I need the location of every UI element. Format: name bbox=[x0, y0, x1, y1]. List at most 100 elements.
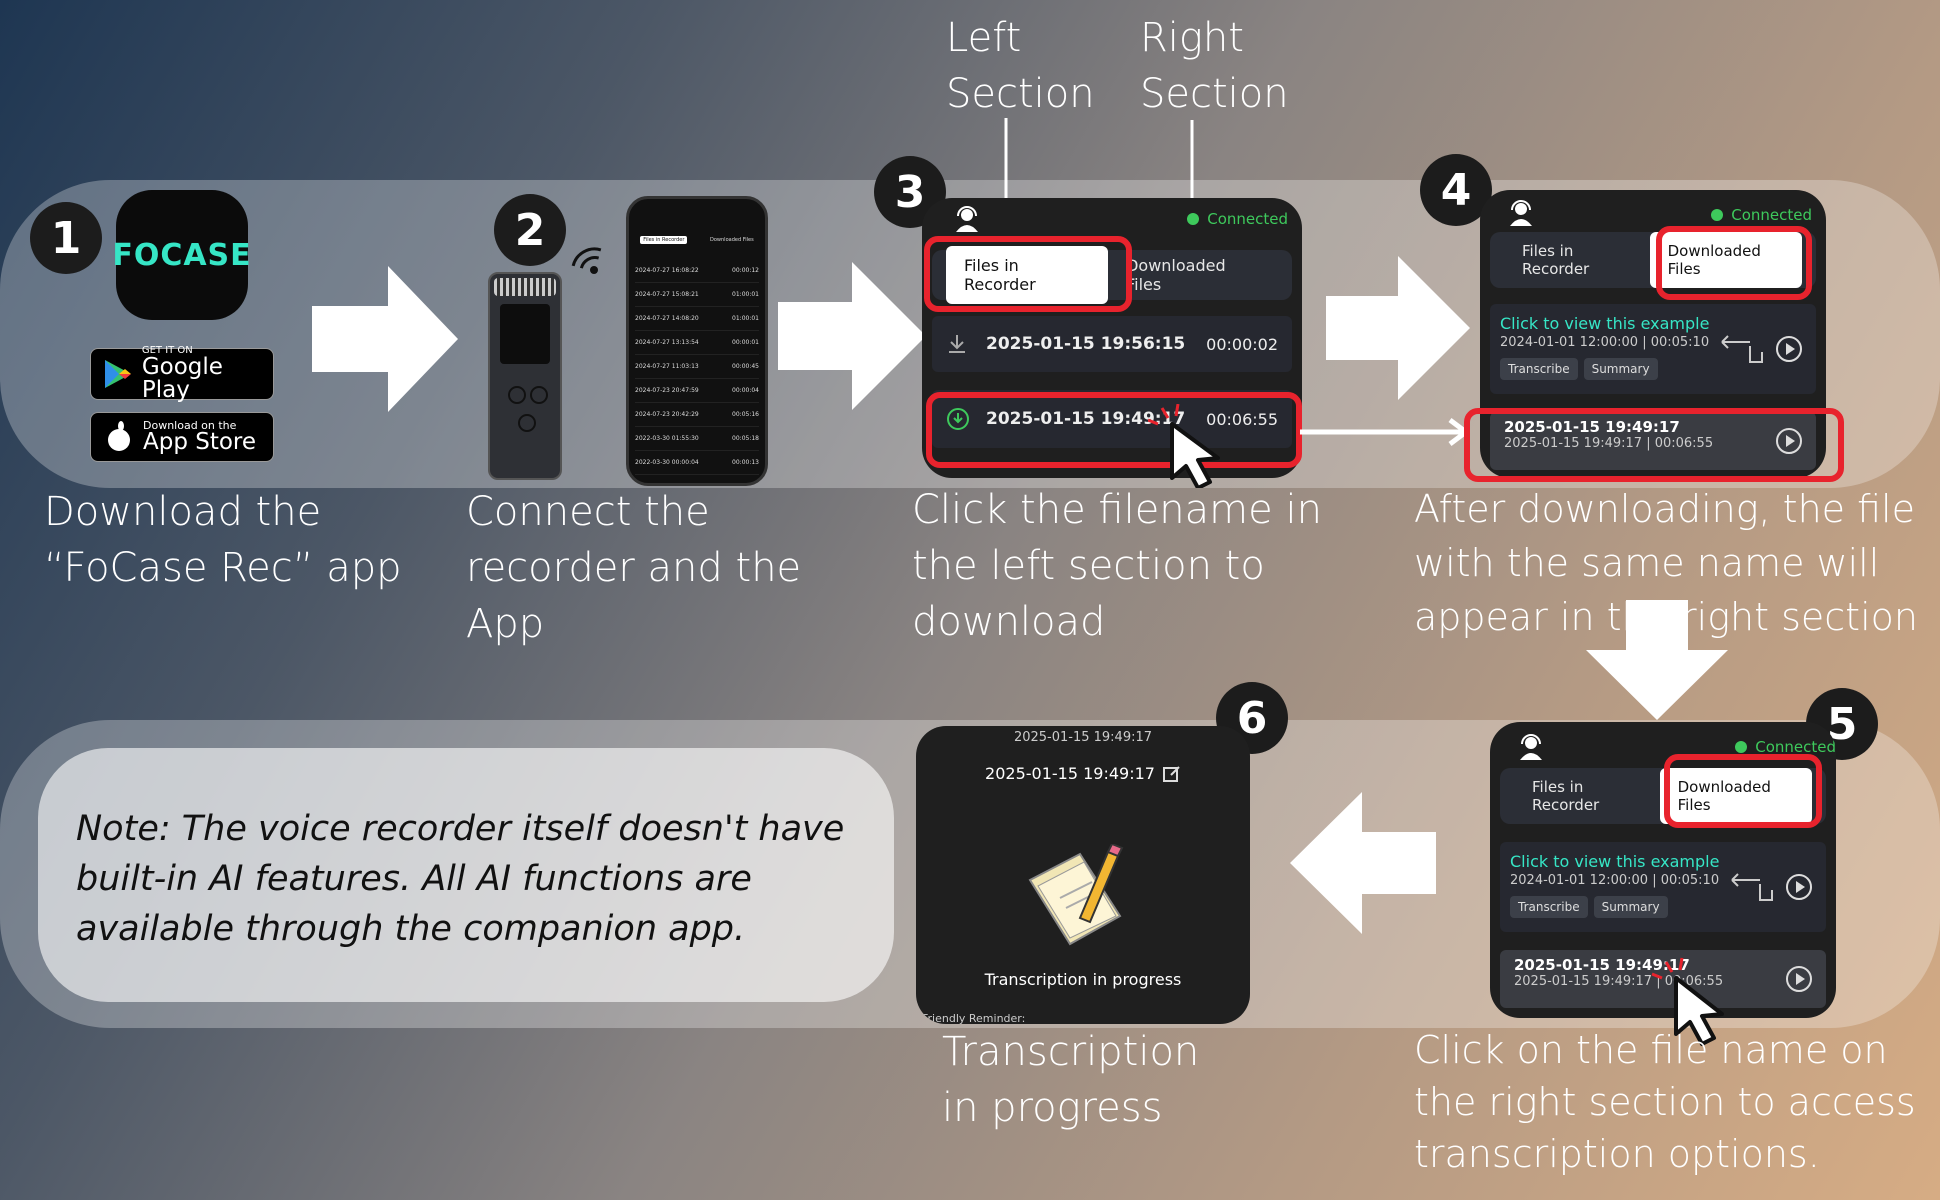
play-icon[interactable] bbox=[1786, 874, 1812, 900]
download-circle-icon bbox=[947, 408, 969, 430]
friendly-reminder: Friendly Reminder: bbox=[922, 1012, 1026, 1024]
tab-downloaded-files[interactable]: Downloaded Files bbox=[1126, 256, 1226, 294]
file-duration: 00:00:04 bbox=[732, 387, 759, 394]
step-4-caption: After downloading, the file with the sam… bbox=[1414, 487, 1918, 639]
file-name: 2025-01-15 19:49:17 bbox=[986, 409, 1186, 429]
transcribe-chip[interactable]: Transcribe bbox=[1510, 896, 1588, 918]
step-5-caption: Click on the file name on the right sect… bbox=[1414, 1028, 1916, 1176]
downloaded-file-row[interactable]: 2025-01-15 19:49:17 2025-01-15 19:49:17 … bbox=[1490, 412, 1816, 470]
tab-files-in-recorder[interactable]: Files in Recorder bbox=[946, 246, 1109, 304]
file-duration: 00:06:55 bbox=[1206, 409, 1278, 429]
edit-icon[interactable] bbox=[1162, 765, 1181, 783]
swipe-hand-icon bbox=[1731, 873, 1773, 901]
cursor-click-icon bbox=[1651, 957, 1724, 1046]
google-play-top-text: GET IT ON bbox=[141, 345, 193, 356]
file-name: 2022-03-30 01:55:30 bbox=[635, 435, 699, 442]
step-4-connected-status: Connected bbox=[1711, 206, 1812, 224]
file-name: 2025-01-15 19:56:15 bbox=[986, 334, 1186, 354]
step-6-screen: 2025-01-15 19:49:17 2025-01-15 19:49:17 … bbox=[916, 726, 1250, 1024]
cursor-click-icon bbox=[1148, 404, 1220, 488]
highlight-files-in-recorder bbox=[924, 236, 1132, 312]
right-arrow-2 bbox=[778, 262, 926, 410]
app-store-name-text: App Store bbox=[143, 429, 257, 455]
download-icon bbox=[949, 335, 965, 353]
screen-top-date: 2025-01-15 19:49:17 bbox=[1013, 730, 1153, 745]
step-3-file-row-2[interactable]: 2025-01-15 19:49:17 00:06:55 bbox=[932, 390, 1292, 448]
apple-icon bbox=[108, 421, 130, 451]
tab-files-in-recorder[interactable]: Files in Recorder bbox=[1532, 778, 1600, 814]
file-name: 2024-07-27 13:13:54 bbox=[635, 339, 699, 346]
phone-file-row[interactable]: 2024-07-23 20:42:29 00:05:16 bbox=[635, 403, 759, 427]
example-card[interactable]: Click to view this example 2024-01-01 12… bbox=[1490, 304, 1816, 394]
highlight-downloaded-file bbox=[1464, 408, 1844, 482]
step-5-status-text: Connected bbox=[1755, 738, 1836, 756]
example-meta: 2024-01-01 12:00:00 | 00:05:10 bbox=[1510, 873, 1720, 888]
file-duration: 00:05:16 bbox=[732, 411, 759, 418]
example-meta: 2024-01-01 12:00:00 | 00:05:10 bbox=[1500, 335, 1710, 350]
step-3-status-text: Connected bbox=[1207, 210, 1288, 228]
file-duration: 00:00:13 bbox=[732, 459, 759, 466]
user-headset-icon bbox=[1510, 200, 1532, 226]
downloaded-file-row[interactable]: 2025-01-15 19:49:17 2025-01-15 19:49:17 … bbox=[1500, 950, 1826, 1008]
phone-file-row[interactable]: 2024-07-23 20:47:59 00:00:04 bbox=[635, 379, 759, 403]
file-duration: 00:00:02 bbox=[1206, 334, 1278, 354]
right-section-label: Right Section bbox=[1140, 15, 1289, 117]
transcribe-chip[interactable]: Transcribe bbox=[1500, 358, 1578, 380]
app-store-button[interactable]: Download on the App Store bbox=[90, 412, 274, 462]
tab-downloaded-files[interactable]: Downloaded Files bbox=[1649, 232, 1802, 288]
step-5-connected-status: Connected bbox=[1735, 738, 1836, 756]
tab-downloaded-files[interactable]: Downloaded Files bbox=[1659, 768, 1812, 824]
step-4-status-text: Connected bbox=[1731, 206, 1812, 224]
example-card[interactable]: Click to view this example 2024-01-01 12… bbox=[1500, 842, 1826, 932]
example-title: Click to view this example bbox=[1510, 852, 1720, 871]
step-2-caption: Connect the recorder and the App bbox=[466, 489, 802, 647]
phone-tab-left: Files in Recorder bbox=[640, 236, 688, 244]
summary-chip[interactable]: Summary bbox=[1583, 358, 1658, 380]
example-title: Click to view this example bbox=[1500, 314, 1710, 333]
down-arrow bbox=[1586, 600, 1728, 720]
focase-app-logo: FOCASE bbox=[112, 190, 251, 320]
step-3-screen: Connected Files in Recorder Downloaded F… bbox=[922, 198, 1302, 478]
play-icon[interactable] bbox=[1786, 966, 1812, 992]
file-name: 2022-03-30 00:00:04 bbox=[635, 459, 699, 466]
ai-features-note: Note: The voice recorder itself doesn't … bbox=[38, 748, 894, 1002]
left-arrow bbox=[1290, 792, 1436, 934]
google-play-button[interactable]: GET IT ON Google Play bbox=[90, 345, 274, 402]
file-duration: 00:00:45 bbox=[732, 363, 759, 370]
connected-dot-icon bbox=[1187, 213, 1200, 225]
step-6-caption: Transcription in progress bbox=[942, 1029, 1200, 1131]
phone-tab-right: Downloaded Files bbox=[710, 237, 754, 243]
summary-chip[interactable]: Summary bbox=[1593, 896, 1668, 918]
step-3-tab-row: Files in Recorder Downloaded Files bbox=[932, 246, 1292, 304]
user-headset-icon bbox=[1520, 734, 1542, 760]
file-duration: 01:00:01 bbox=[732, 291, 759, 298]
file-meta: 2025-01-15 19:49:17 | 00:06:55 bbox=[1514, 974, 1724, 989]
file-name: 2024-07-23 20:42:29 bbox=[635, 411, 699, 418]
user-headset-icon bbox=[956, 206, 978, 232]
google-play-icon bbox=[105, 360, 131, 388]
connected-dot-icon bbox=[1735, 741, 1748, 753]
step-1-caption: Download the “FoCase Rec” app bbox=[44, 489, 402, 591]
step-3-file-row-1[interactable]: 2025-01-15 19:56:15 00:00:02 bbox=[932, 316, 1292, 372]
phone-file-row[interactable]: 2022-03-30 00:00:04 00:00:13 bbox=[635, 451, 759, 475]
phone-file-row[interactable]: 2022-03-30 01:55:30 00:05:18 bbox=[635, 427, 759, 451]
app-store-top-text: Download on the bbox=[143, 419, 237, 432]
right-arrow-3 bbox=[1326, 256, 1470, 400]
file-name: 2024-07-23 20:47:59 bbox=[635, 387, 699, 394]
file-duration: 00:05:18 bbox=[732, 435, 759, 442]
file-name: 2025-01-15 19:49:17 bbox=[1514, 956, 1690, 974]
play-icon[interactable] bbox=[1776, 428, 1802, 454]
step-4-screen: Connected Files in Recorder Downloaded F… bbox=[1480, 190, 1826, 478]
wireless-signal-icon bbox=[571, 247, 602, 274]
play-icon[interactable] bbox=[1776, 336, 1802, 362]
transcript-title: 2025-01-15 19:49:17 bbox=[985, 764, 1155, 783]
step-5-screen: Connected Files in Recorder Downloaded F… bbox=[1490, 722, 1836, 1018]
tab-files-in-recorder[interactable]: Files in Recorder bbox=[1522, 242, 1590, 278]
step-4-tab-row: Files in Recorder Downloaded Files bbox=[1490, 232, 1816, 288]
